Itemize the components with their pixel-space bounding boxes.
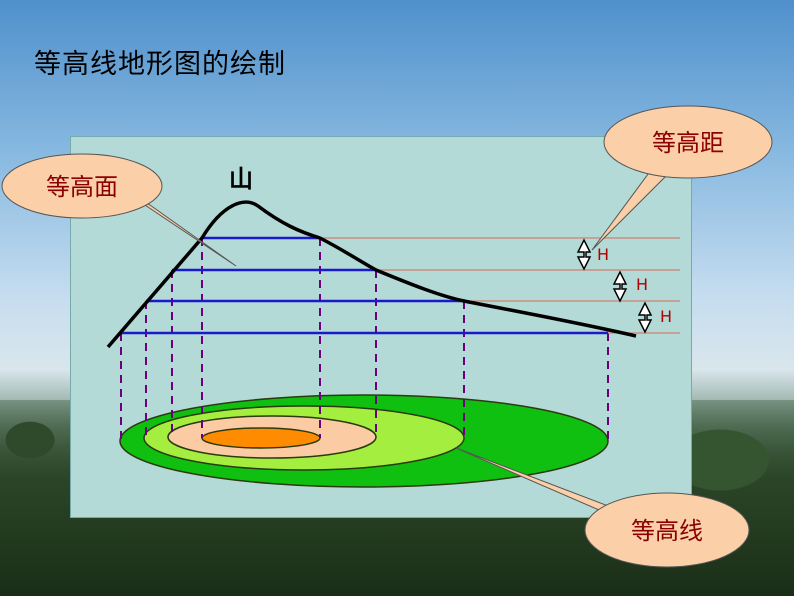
callout-contour-line: 等高线 <box>455 447 750 568</box>
contour-level-lines <box>121 236 608 335</box>
interval-arrow-3 <box>637 301 653 334</box>
mountain-profile <box>106 200 637 349</box>
callout-contour-line-text: 等高线 <box>631 517 703 545</box>
callout-contour-interval: 等高距 <box>591 105 773 251</box>
h-label-2: H <box>636 275 648 294</box>
interval-arrow-1 <box>576 238 592 271</box>
projection-lines <box>120 238 609 441</box>
callout-contour-interval-text: 等高距 <box>652 129 724 157</box>
interval-reference-lines <box>320 237 680 334</box>
callout-contour-surface-text: 等高面 <box>46 173 118 201</box>
callout-contour-surface: 等高面 <box>1 153 237 267</box>
contour-ring-inner <box>201 427 321 449</box>
h-label-1: H <box>597 245 609 264</box>
page-title: 等高线地形图的绘制 <box>34 49 286 80</box>
h-label-3: H <box>660 307 672 326</box>
interval-arrow-2 <box>612 270 628 303</box>
mountain-label: 山 <box>229 165 253 193</box>
interval-arrows <box>576 238 653 334</box>
